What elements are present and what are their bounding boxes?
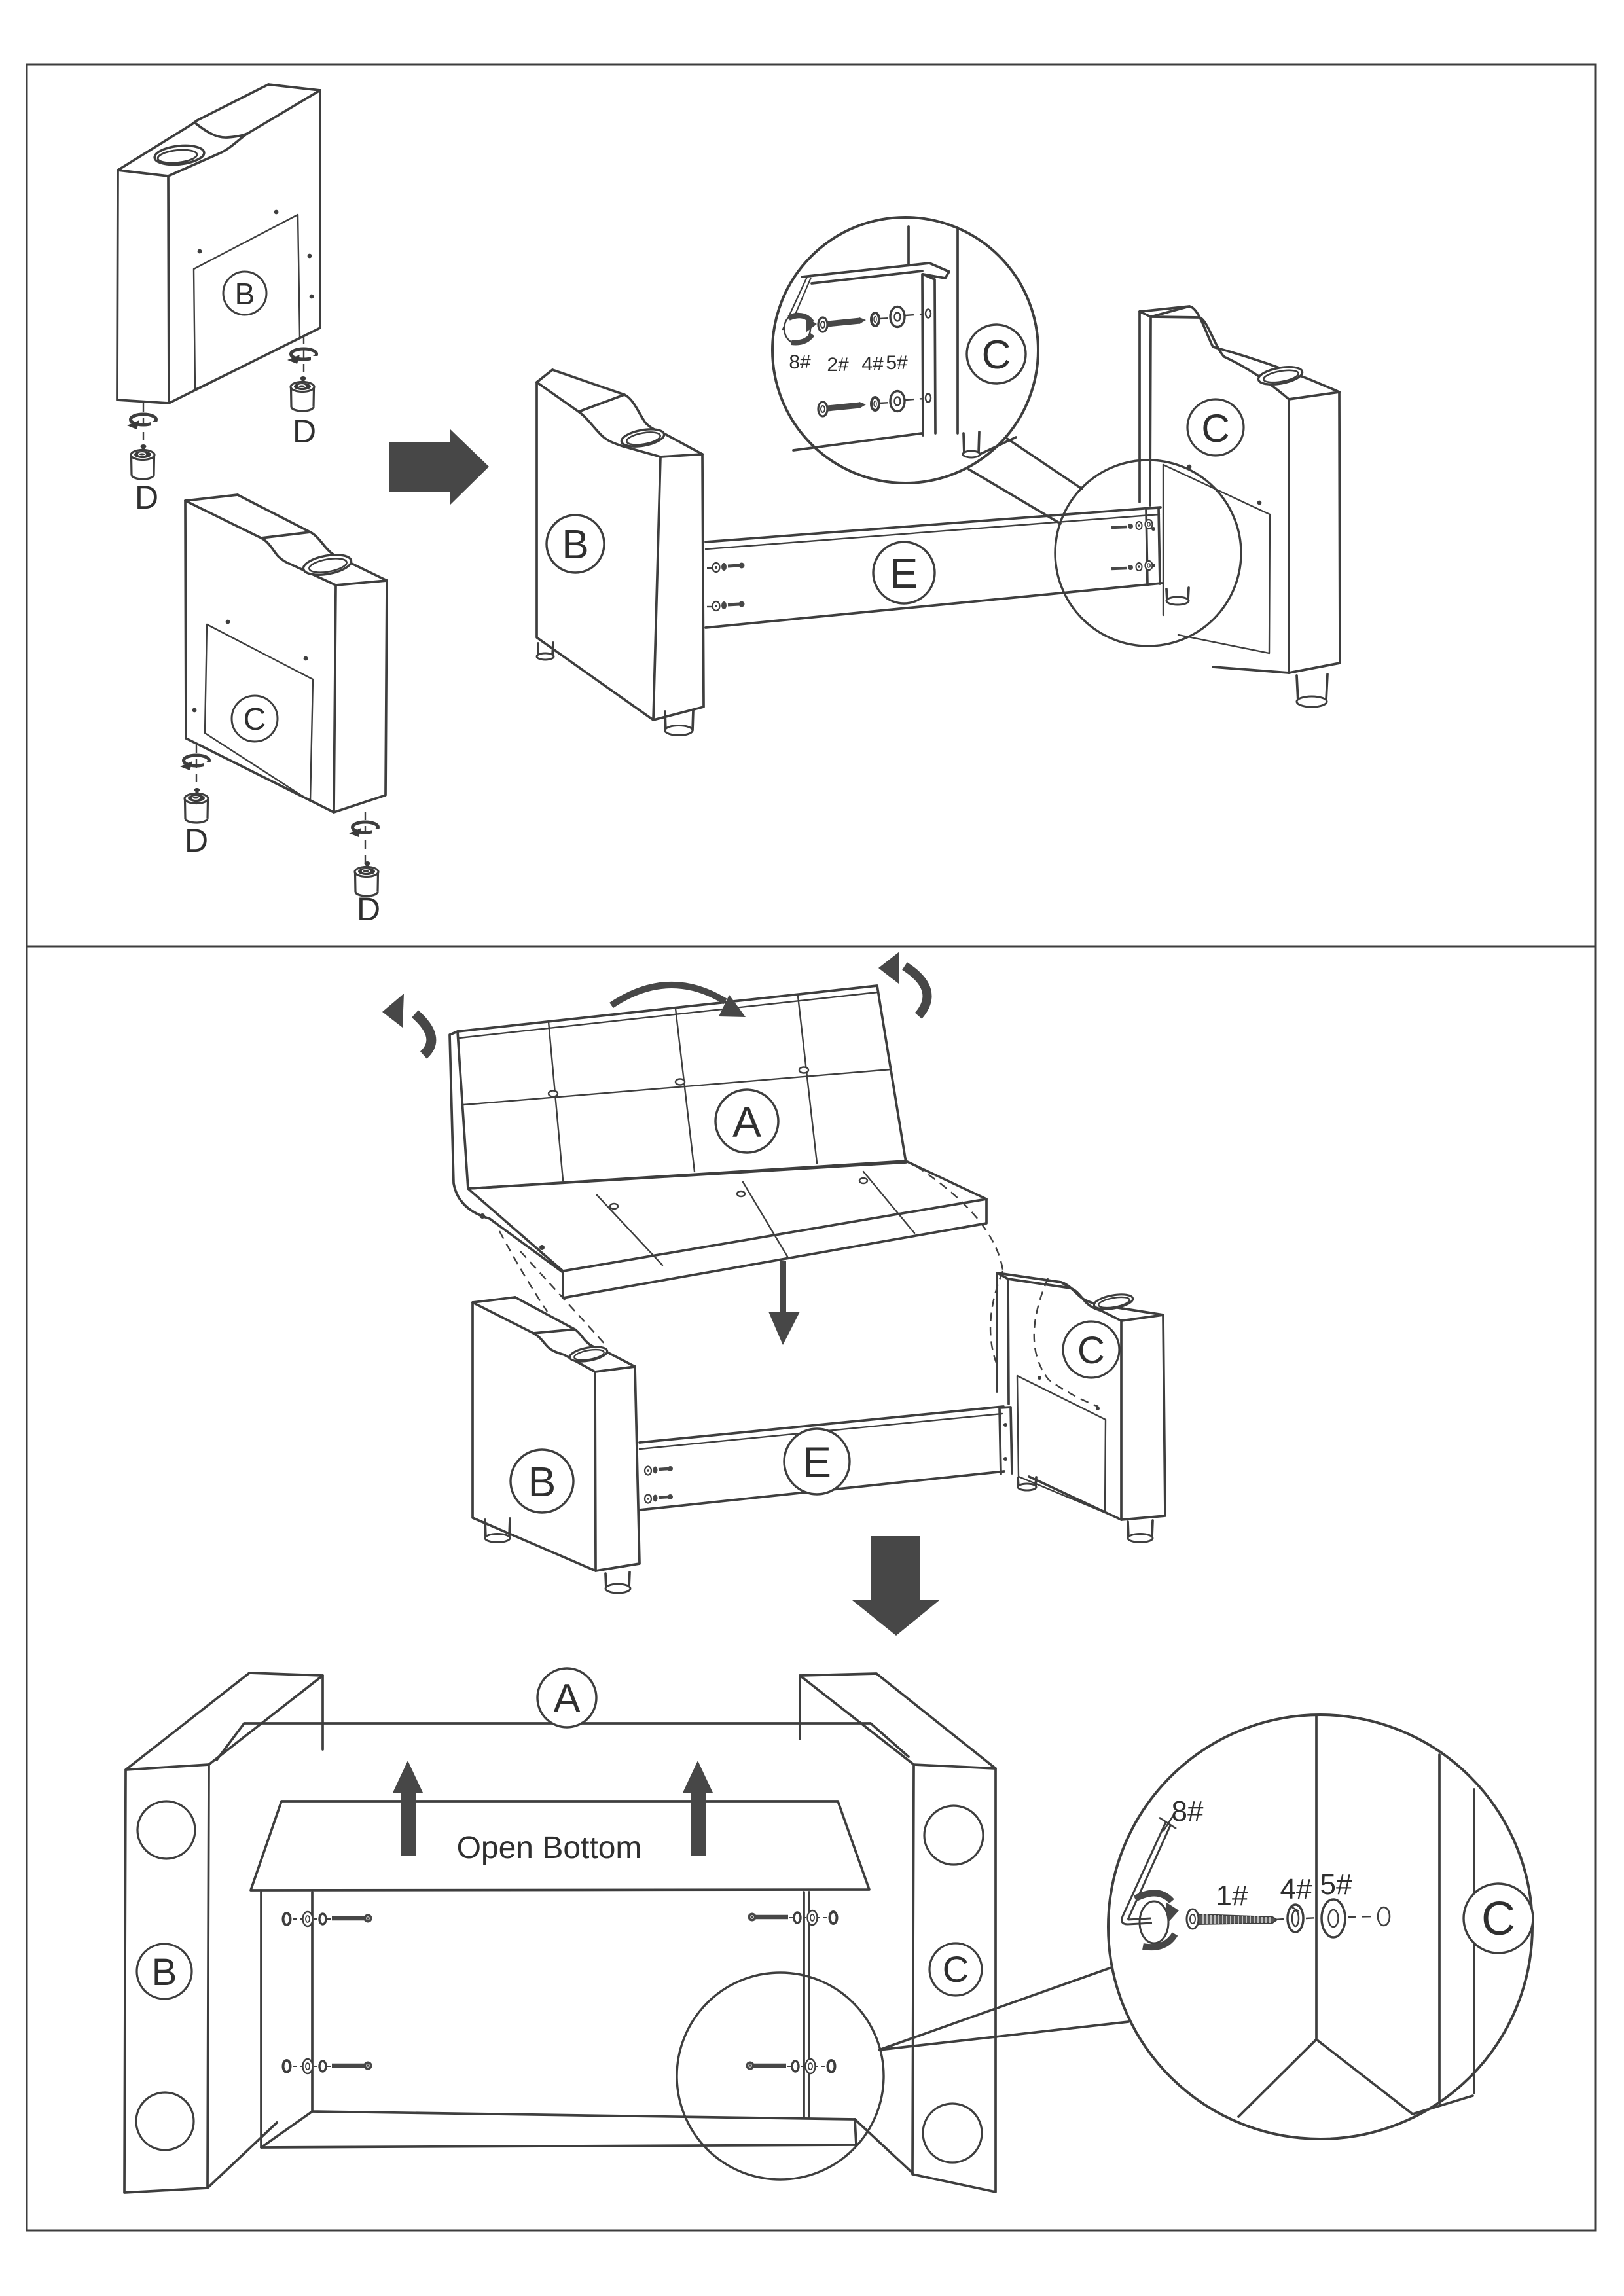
svg-text:B: B xyxy=(235,277,255,311)
svg-text:5#: 5# xyxy=(886,352,908,374)
svg-text:5#: 5# xyxy=(1320,1869,1352,1901)
svg-text:C: C xyxy=(244,702,266,737)
svg-text:C: C xyxy=(1481,1893,1515,1945)
svg-text:A: A xyxy=(553,1676,581,1721)
svg-text:D: D xyxy=(185,822,208,859)
svg-text:E: E xyxy=(890,550,918,597)
svg-text:D: D xyxy=(135,479,158,516)
svg-text:8#: 8# xyxy=(789,351,811,373)
svg-text:8#: 8# xyxy=(1172,1795,1204,1827)
svg-text:1#: 1# xyxy=(1216,1880,1248,1912)
svg-text:C: C xyxy=(1077,1329,1105,1372)
svg-text:B: B xyxy=(528,1458,556,1505)
svg-text:4#: 4# xyxy=(1280,1873,1312,1905)
svg-text:4#: 4# xyxy=(861,353,884,375)
svg-text:B: B xyxy=(152,1951,177,1994)
svg-text:2#: 2# xyxy=(827,354,849,376)
svg-text:E: E xyxy=(803,1438,831,1486)
svg-text:Open Bottom: Open Bottom xyxy=(457,1831,642,1865)
svg-text:C: C xyxy=(982,332,1011,378)
svg-text:D: D xyxy=(293,413,316,450)
svg-text:C: C xyxy=(943,1948,969,1990)
svg-text:A: A xyxy=(732,1098,761,1146)
svg-text:B: B xyxy=(562,522,588,567)
svg-text:C: C xyxy=(1201,406,1229,450)
svg-text:D: D xyxy=(357,891,380,927)
